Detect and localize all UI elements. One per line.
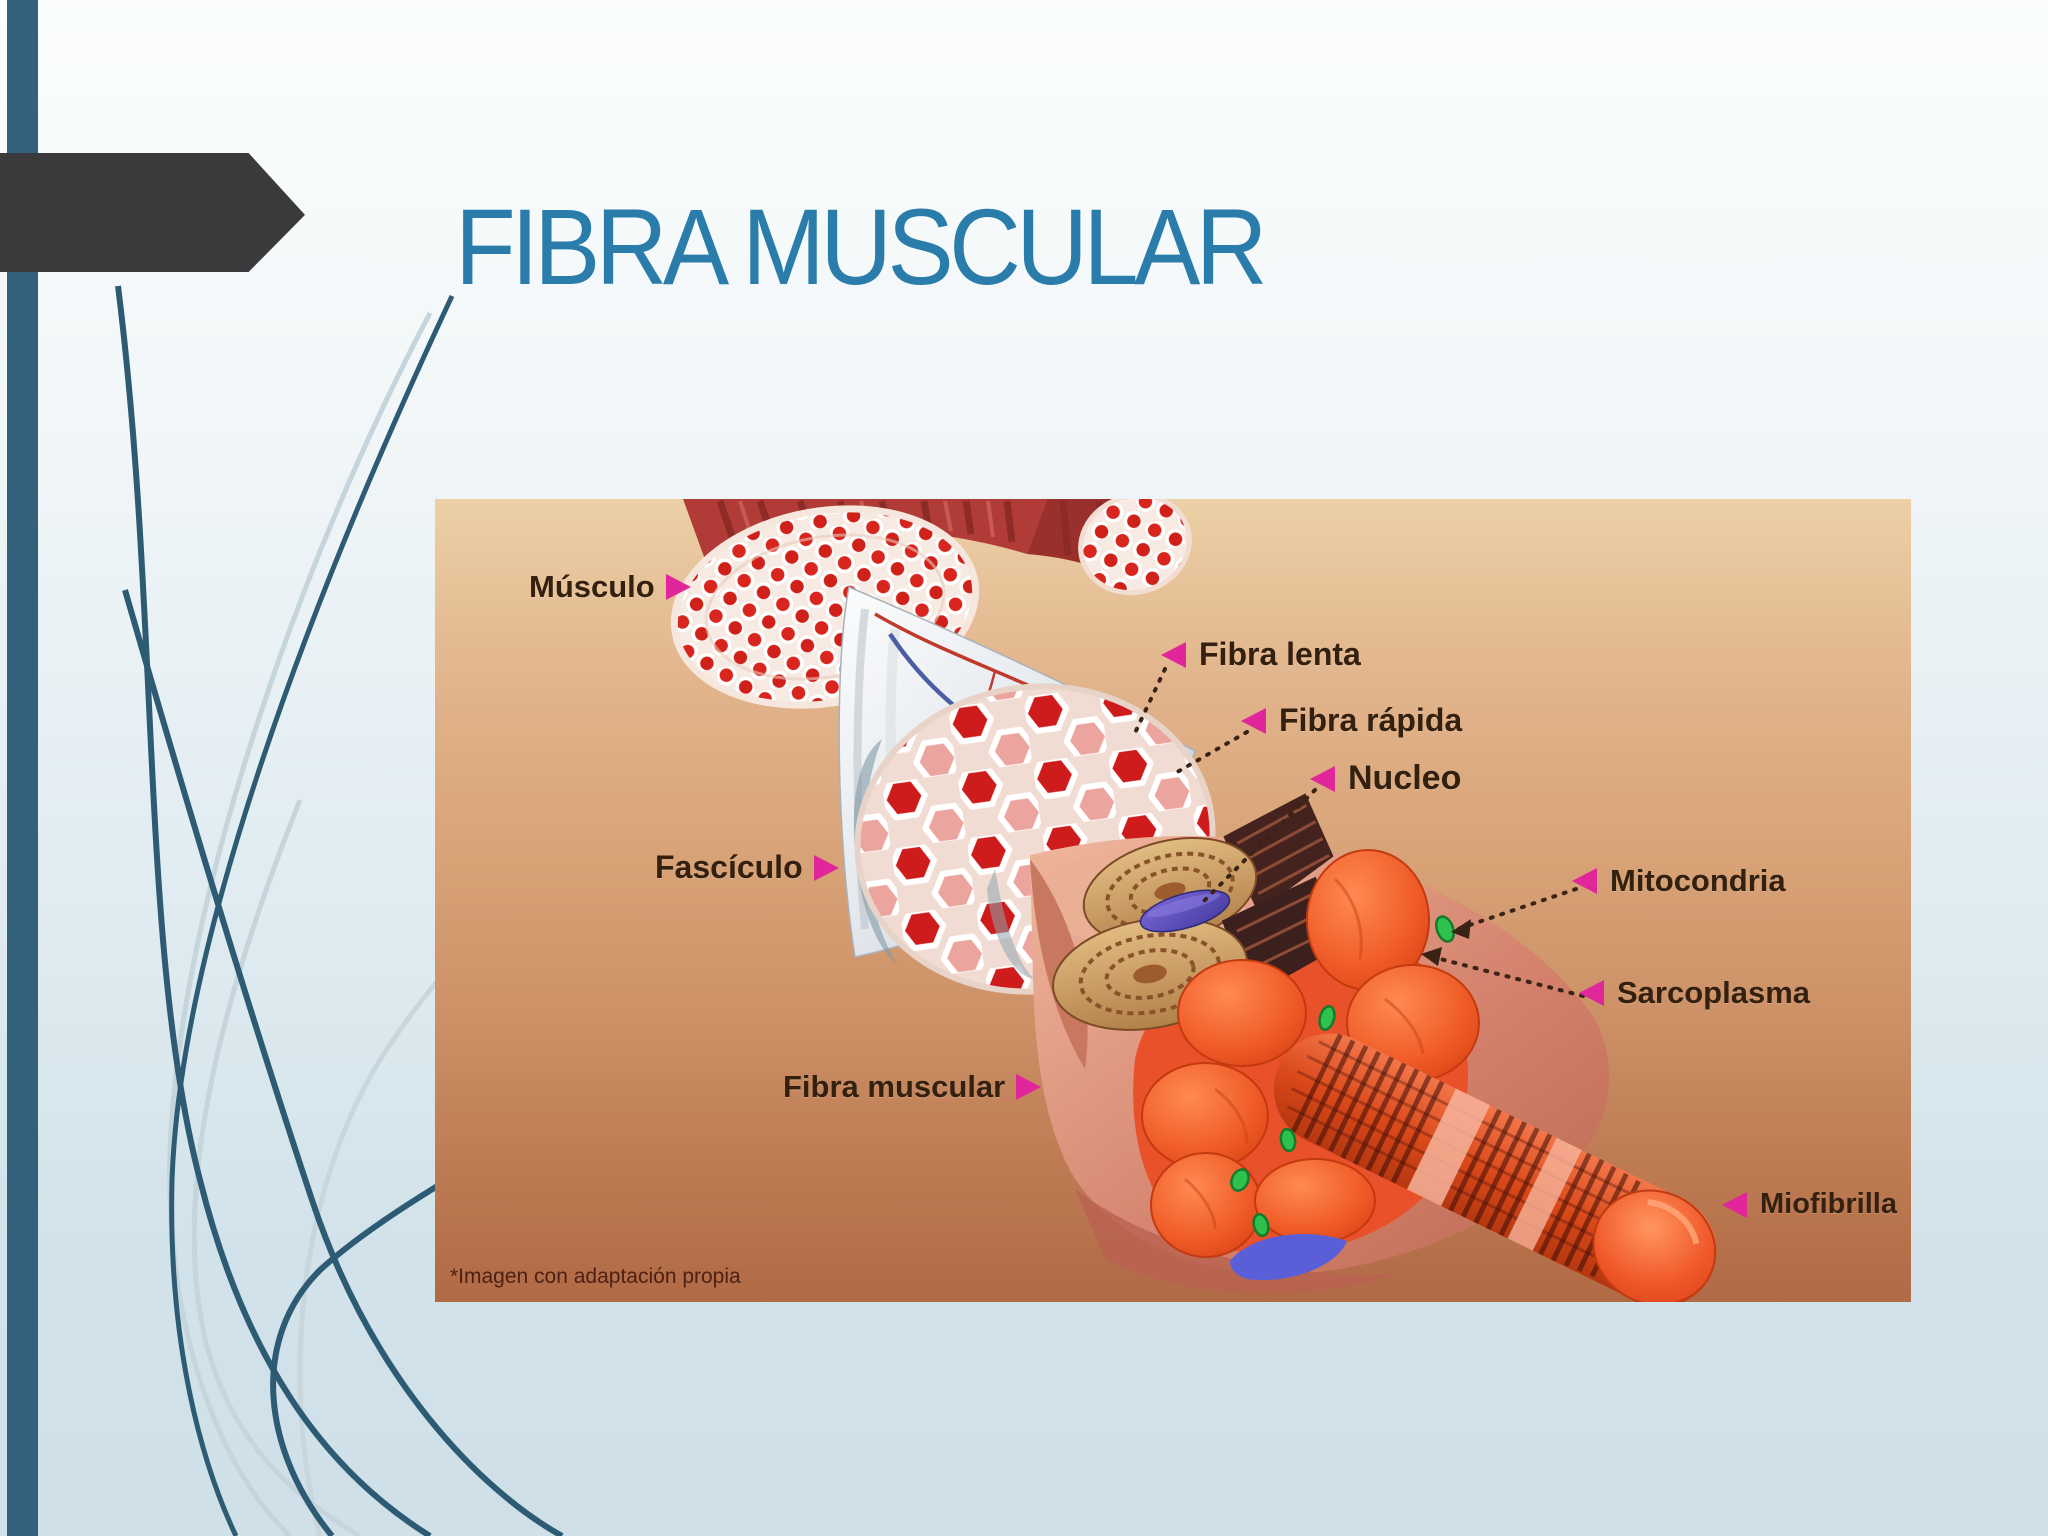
label-miofibrilla: Miofibrilla [1722,1188,1897,1221]
muscle-fiber-illustration [670,499,1717,1302]
label-sarcoplasma-text: Sarcoplasma [1617,975,1810,1010]
label-fibra-rapida: Fibra rápida [1241,702,1462,739]
label-nucleo: Nucleo [1310,759,1461,798]
pointer-triangle-icon [1579,980,1604,1006]
fascicle-side-shade [987,869,1035,979]
label-sarcoplasma: Sarcoplasma [1579,975,1810,1011]
muscle-cut-face-small [1078,499,1192,596]
label-miofibrilla-text: Miofibrilla [1760,1188,1897,1220]
label-fibra-muscular-text: Fibra muscular [783,1069,1006,1104]
mitochondria-dots [1230,915,1455,1238]
pointer-triangle-icon [1241,707,1266,734]
label-mitocondria-text: Mitocondria [1610,863,1786,898]
myofibril-cylinder [1273,1033,1717,1302]
pointer-triangle-icon [813,854,839,881]
pointer-triangle-icon [1310,765,1335,792]
label-mitocondria: Mitocondria [1572,863,1786,899]
fiber-texture [1184,877,1425,1230]
label-musculo-text: Músculo [529,569,655,604]
title-arrow-shape [0,153,305,272]
muscle-fiber-diagram: Músculo Fascículo Fibra muscular Fibra l… [435,499,1911,1302]
connective-tissue-blob [1230,1233,1347,1281]
image-credit-footnote: *Imagen con adaptación propia [450,1265,741,1288]
leader-lines [1132,667,1585,998]
label-nucleo-text: Nucleo [1348,759,1462,797]
label-fibra-lenta: Fibra lenta [1161,636,1361,673]
pointer-triangle-icon [1161,641,1186,668]
label-musculo: Músculo [529,569,691,605]
pointer-triangle-icon [665,574,691,600]
muscle-fiber-blobs [1141,849,1480,1258]
label-fibra-muscular: Fibra muscular [783,1069,1042,1105]
pointer-triangle-icon [1572,868,1597,894]
leader-arrowheads [1421,919,1471,966]
label-fibra-rapida-text: Fibra rápida [1279,702,1463,738]
pointer-triangle-icon [1722,1191,1747,1218]
nucleus-shape [1139,889,1231,933]
label-fibra-lenta-text: Fibra lenta [1199,636,1361,672]
pointer-triangle-icon [1016,1074,1042,1100]
label-fasciculo-text: Fascículo [655,849,803,885]
label-fasciculo: Fascículo [655,849,839,886]
page-title: FIBRA MUSCULAR [455,186,1268,308]
